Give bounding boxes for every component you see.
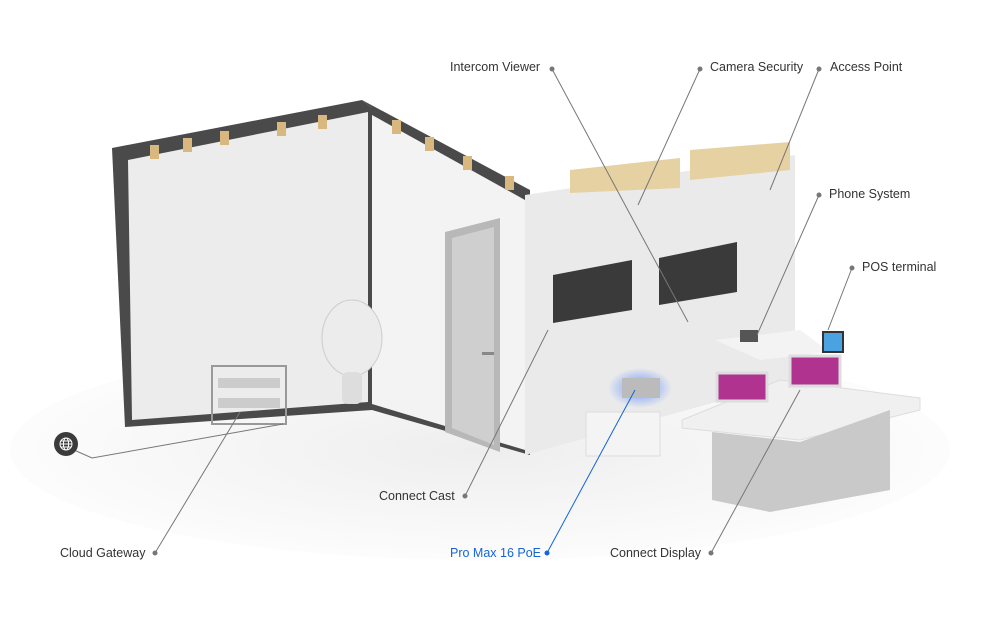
label-camera-security[interactable]: Camera Security	[710, 60, 804, 74]
label-connect-cast[interactable]: Connect Cast	[379, 489, 455, 503]
internet-button[interactable]	[54, 432, 78, 456]
label-intercom-viewer[interactable]: Intercom Viewer	[450, 60, 541, 74]
label-pos-terminal[interactable]: POS terminal	[862, 260, 937, 274]
display-left	[715, 371, 769, 403]
pos-terminal	[822, 331, 844, 353]
label-connect-display[interactable]: Connect Display	[610, 546, 702, 560]
ceiling-beams	[150, 115, 327, 159]
ceiling-panel	[570, 158, 680, 193]
label-access-point[interactable]: Access Point	[830, 60, 903, 74]
label-pro-max-16-poe[interactable]: Pro Max 16 PoE	[450, 546, 542, 560]
phone	[740, 330, 758, 342]
leader-lines	[73, 68, 853, 554]
tv-right	[659, 242, 737, 305]
cabinet	[585, 411, 661, 457]
tv-left	[553, 260, 632, 323]
counter-front	[712, 410, 890, 512]
counter-top	[681, 379, 921, 441]
label-phone-system[interactable]: Phone System	[829, 187, 911, 201]
plant	[321, 299, 383, 377]
label-cloud-gateway[interactable]: Cloud Gateway	[60, 546, 146, 560]
server-rack	[211, 365, 287, 425]
display-right	[788, 354, 842, 388]
switch	[622, 378, 660, 398]
globe-icon	[59, 437, 73, 451]
left-wall	[128, 112, 368, 420]
